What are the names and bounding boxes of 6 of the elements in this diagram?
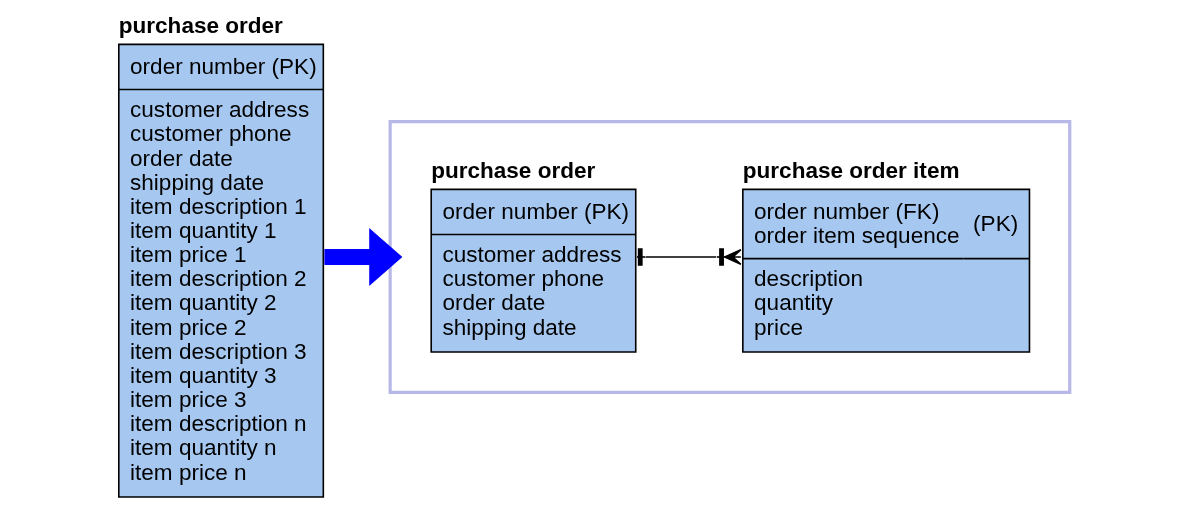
connector — [635, 247, 742, 266]
node-label: purchase order — [430, 157, 595, 183]
arrow — [323, 227, 402, 286]
node-label: purchase order — [118, 12, 283, 38]
node-label: purchase order item — [742, 157, 959, 183]
cluster — [388, 119, 1071, 394]
